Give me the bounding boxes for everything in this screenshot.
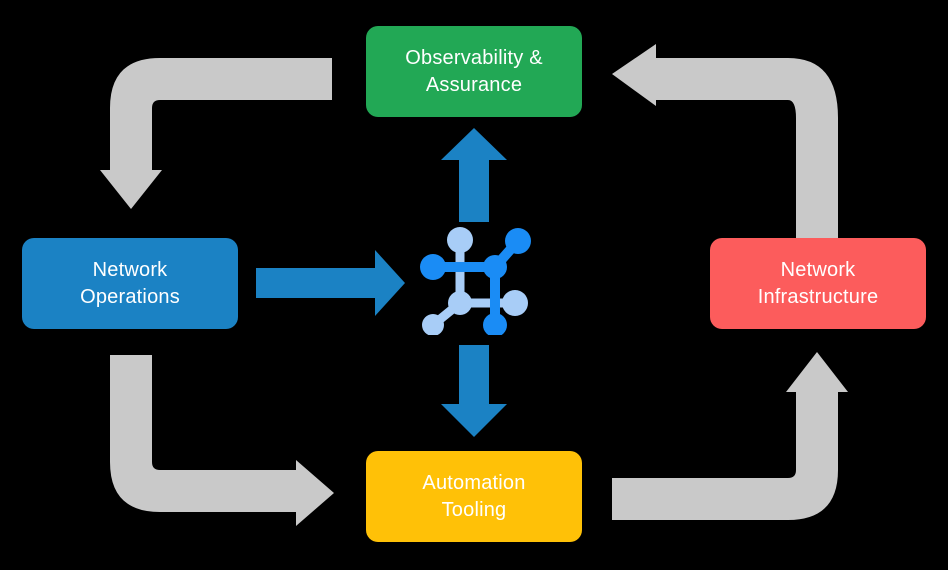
node-label: Network Operations: [80, 257, 180, 311]
node-label-line2: Operations: [80, 285, 180, 308]
arrow-center-to-automation: [441, 345, 507, 437]
node-label-line2: Tooling: [441, 498, 507, 521]
node-label: Automation Tooling: [422, 470, 525, 524]
node-label-line2: Infrastructure: [757, 285, 879, 308]
node-label-line1: Network: [92, 258, 168, 281]
node-network-infrastructure[interactable]: Network Infrastructure: [710, 238, 926, 329]
node-network-operations[interactable]: Network Operations: [22, 238, 238, 329]
node-label-line1: Automation: [422, 471, 526, 494]
node-label-line1: Observability &: [405, 46, 543, 69]
arrow-operations-to-center: [256, 250, 405, 316]
arrow-operations-to-automation: [110, 355, 334, 526]
arrow-observability-to-operations: [100, 58, 332, 209]
arrow-center-to-observability: [441, 128, 507, 222]
node-label: Network Infrastructure: [758, 257, 879, 311]
node-label-line2: Assurance: [425, 73, 523, 96]
node-label: Observability & Assurance: [405, 45, 543, 99]
node-label-line1: Network: [780, 258, 856, 281]
node-automation-tooling[interactable]: Automation Tooling: [366, 451, 582, 542]
arrow-automation-to-infrastructure: [612, 352, 848, 520]
arrow-infrastructure-to-observability: [612, 44, 838, 238]
node-observability-assurance[interactable]: Observability & Assurance: [366, 26, 582, 117]
network-topology-icon: [420, 227, 531, 335]
